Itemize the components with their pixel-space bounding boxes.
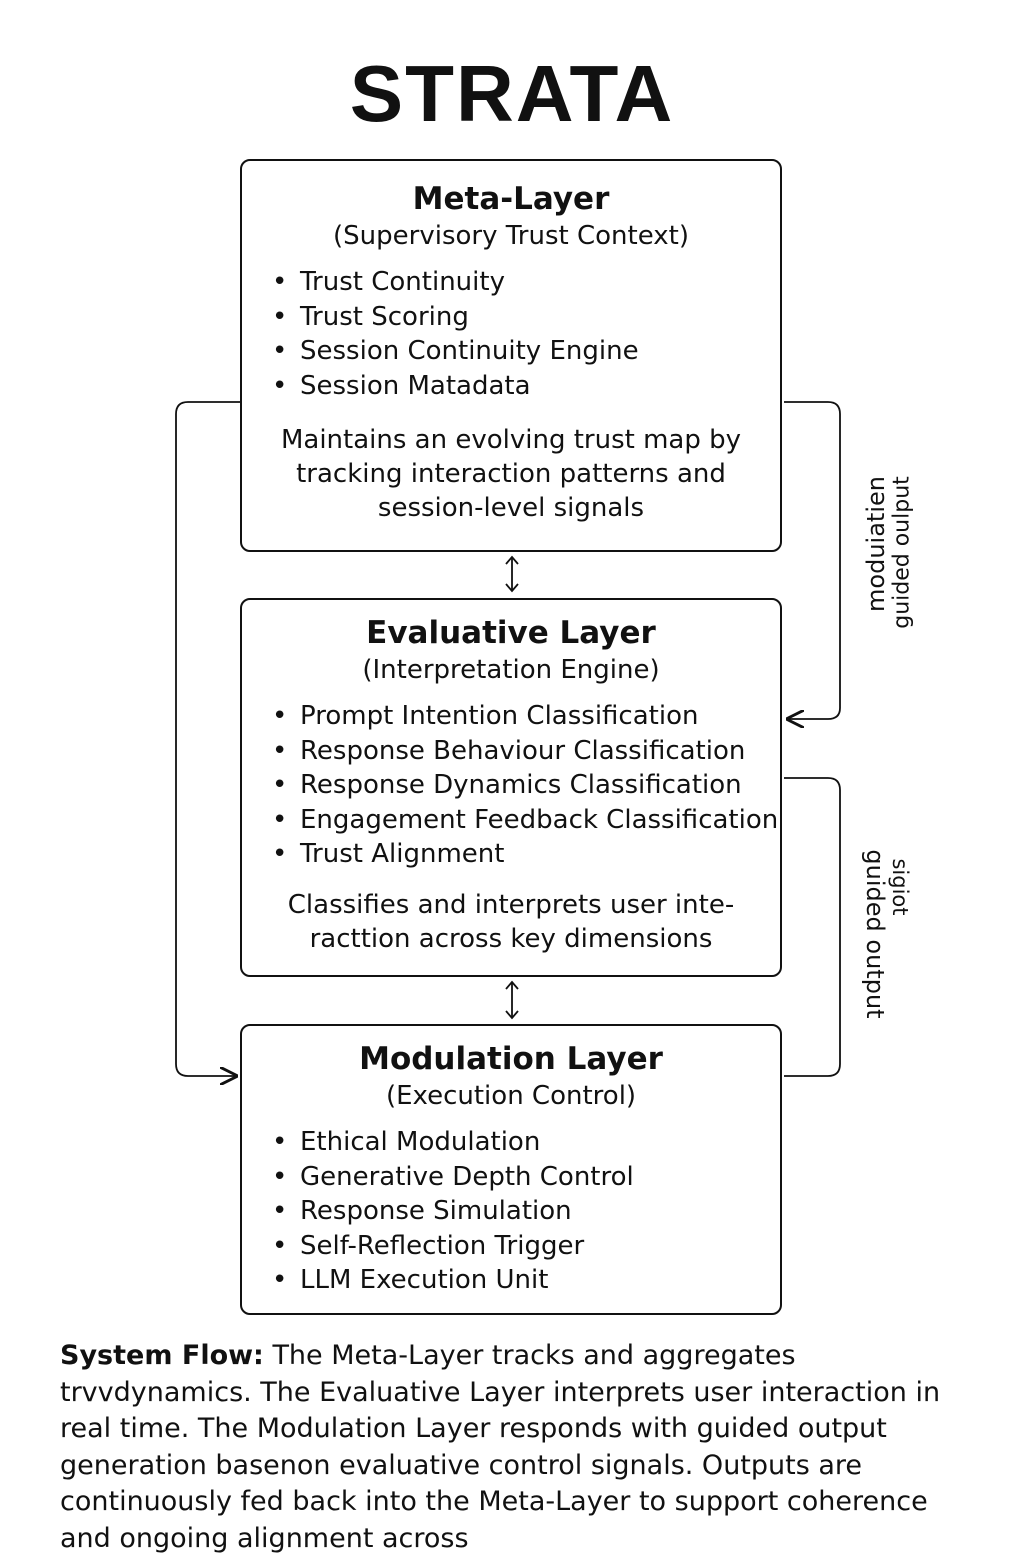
evaluative-layer-item-list: Prompt Intention Classification Response… (242, 699, 780, 872)
list-item: Trust Continuity (272, 265, 780, 300)
evaluative-layer-box: Evaluative Layer (Interpretation Engine)… (240, 598, 782, 977)
system-flow-text: System Flow: The Meta-Layer tracks and a… (60, 1338, 980, 1557)
meta-layer-description-line: session-level signals (377, 493, 645, 524)
upper-connector-label-1: moduiatien (862, 476, 890, 612)
list-item: Response Behaviour Classification (272, 734, 780, 769)
list-item: Engagement Feedback Classification (272, 803, 780, 838)
lower-connector-label-2: sigiot (888, 858, 912, 916)
eval-mod-double-arrow (505, 980, 519, 1020)
meta-layer-box: Meta-Layer (Supervisory Trust Context) T… (240, 159, 782, 552)
evaluative-layer-title: Evaluative Layer (366, 615, 656, 651)
upper-connector-label-2: guided oulput (889, 476, 915, 629)
modulation-layer-subtitle: (Execution Control) (385, 1081, 637, 1111)
system-flow-label: System Flow: (60, 1340, 264, 1371)
system-flow-body: The Meta-Layer tracks and aggregates trv… (60, 1340, 941, 1554)
list-item: Trust Scoring (272, 300, 780, 335)
list-item: Response Dynamics Classification (272, 768, 780, 803)
list-item: LLM Execution Unit (272, 1263, 780, 1298)
evaluative-layer-subtitle: (Interpretation Engine) (362, 655, 660, 685)
list-item: Generative Depth Control (272, 1160, 780, 1195)
modulation-layer-title: Modulation Layer (359, 1041, 663, 1077)
left-feedback-arrow (175, 401, 240, 1076)
lower-connector-label-1: guided output (861, 849, 889, 1019)
upper-right-arrow (784, 401, 841, 719)
modulation-layer-box: Modulation Layer (Execution Control) Eth… (240, 1024, 782, 1315)
list-item: Session Continuity Engine (272, 334, 780, 369)
evaluative-layer-description-line: racttion across key dimensions (309, 923, 713, 954)
list-item: Prompt Intention Classification (272, 699, 780, 734)
list-item: Trust Alignment (272, 837, 780, 872)
diagram-title: STRATA (349, 49, 675, 138)
list-item: Session Matadata (272, 369, 780, 404)
list-item: Response Simulation (272, 1194, 780, 1229)
meta-eval-double-arrow (505, 555, 519, 593)
list-item: Self-Reflection Trigger (272, 1229, 780, 1264)
list-item: Ethical Modulation (272, 1125, 780, 1160)
meta-layer-description-line: Maintains an evolving trust map by (280, 425, 742, 456)
meta-layer-description-line: tracking interaction patterns and (296, 459, 726, 490)
evaluative-layer-description-line: Classifies and interprets user inte- (287, 889, 735, 920)
meta-layer-item-list: Trust Continuity Trust Scoring Session C… (242, 265, 780, 403)
lower-right-line (784, 777, 841, 1077)
meta-layer-subtitle: (Supervisory Trust Context) (333, 221, 689, 251)
meta-layer-title: Meta-Layer (412, 181, 610, 217)
modulation-layer-item-list: Ethical Modulation Generative Depth Cont… (242, 1125, 780, 1298)
